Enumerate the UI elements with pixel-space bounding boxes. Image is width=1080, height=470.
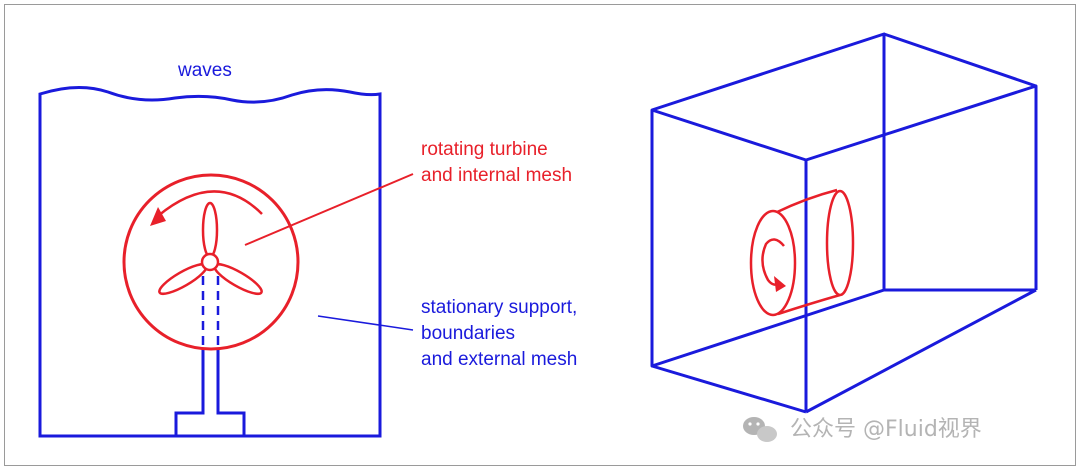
waves-label: waves [177,60,232,81]
rotating-leader-line [244,173,414,246]
watermark-text: 公众号 @Fluid视界 [790,417,982,442]
shaft-hidden-inner [201,276,220,346]
stationary-label-line3: and external mesh [421,349,577,370]
support-tower [174,346,246,438]
watermark: 公众号 @Fluid视界 [743,417,982,442]
turbine-rotor [158,201,263,296]
stationary-leader-line [317,315,414,331]
rotation-arrow [150,190,263,226]
wechat-icon [743,417,777,442]
rotating-label-line1: rotating turbine [421,139,548,160]
hub [200,252,220,272]
rotating-label-line2: and internal mesh [421,165,572,186]
stationary-label-line1: stationary support, [421,297,577,318]
domain-boundary [38,85,382,438]
stationary-label-line2: boundaries [421,323,515,344]
left-domain [38,85,382,438]
right-3d-domain [650,32,1038,414]
rotating-cylinder [749,188,855,317]
